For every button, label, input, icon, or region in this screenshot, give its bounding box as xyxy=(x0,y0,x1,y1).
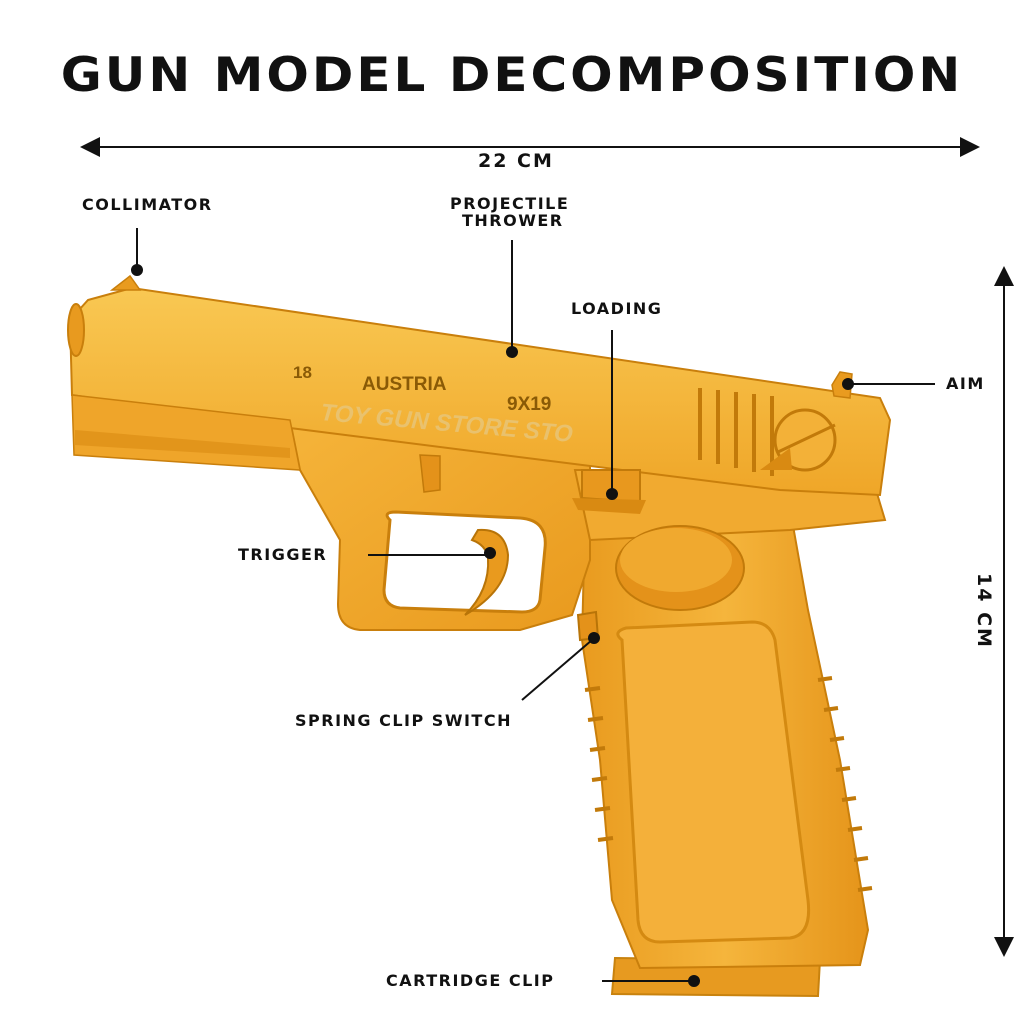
spring-clip-switch-dot xyxy=(588,632,600,644)
spring-clip-switch-leader xyxy=(521,639,593,701)
trigger-guard-opening xyxy=(382,510,547,614)
loading-port-shadow xyxy=(572,498,646,514)
thumb-rest-highlight xyxy=(620,528,732,592)
diagram-title: GUN MODEL DECOMPOSITION xyxy=(60,47,964,103)
label-projectile-thrower-line1: PROJECTILE xyxy=(450,194,570,213)
slide-groove xyxy=(75,430,290,458)
back-strap-serrations xyxy=(817,676,873,892)
muzzle xyxy=(67,303,85,357)
engraving-model: 18 xyxy=(293,363,312,382)
slide-knob-line xyxy=(777,423,836,454)
grip-panel xyxy=(616,620,811,944)
slide-knob-shadow xyxy=(760,448,792,470)
height-dimension-label: 14 CM xyxy=(972,573,995,649)
front-strap-serrations xyxy=(584,686,614,842)
cartridge-clip-dot xyxy=(688,975,700,987)
trigger-dot xyxy=(484,547,496,559)
collimator-dot xyxy=(131,264,143,276)
engraving-country: AUSTRIA xyxy=(362,374,447,395)
engraving-caliber: 9X19 xyxy=(507,394,551,415)
label-spring-clip-switch: SPRING CLIP SWITCH xyxy=(295,711,512,730)
slide-stop xyxy=(419,454,441,493)
label-trigger: TRIGGER xyxy=(238,545,328,564)
label-cartridge-clip: CARTRIDGE CLIP xyxy=(386,971,555,990)
label-collimator: COLLIMATOR xyxy=(82,195,213,214)
loading-dot xyxy=(606,488,618,500)
projectile-thrower-dot xyxy=(506,346,518,358)
gun-slide xyxy=(68,286,892,497)
front-sight xyxy=(109,274,142,291)
width-dimension-label: 22 CM xyxy=(478,150,554,172)
label-loading: LOADING xyxy=(571,299,663,318)
aim-dot xyxy=(842,378,854,390)
slide-serrations xyxy=(698,388,774,476)
label-projectile-thrower-line2: THROWER xyxy=(462,211,564,230)
label-aim: AIM xyxy=(946,374,985,393)
